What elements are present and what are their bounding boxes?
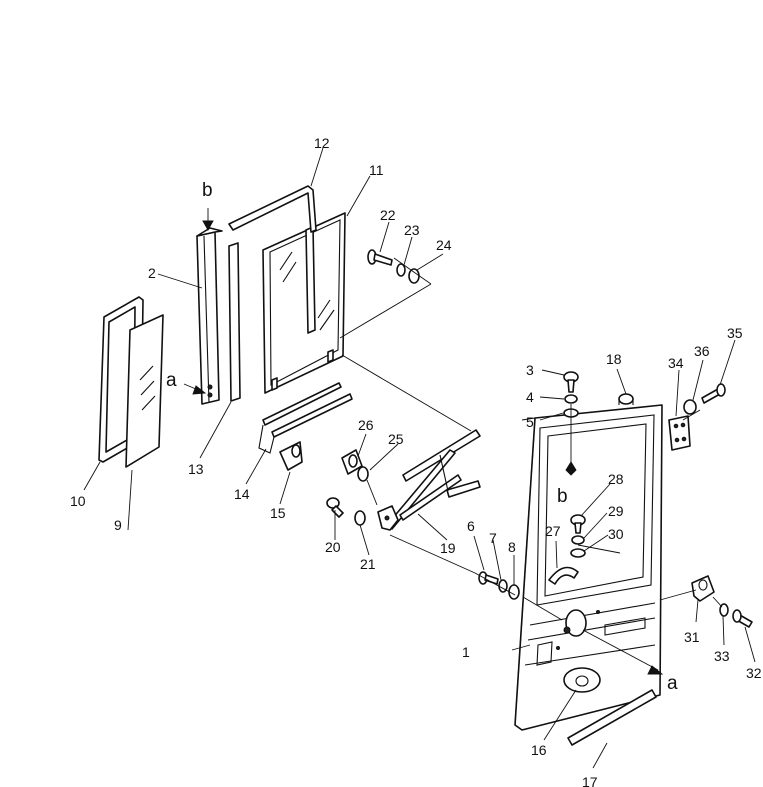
view-marker-b-top: b	[202, 180, 213, 201]
top-screw	[563, 371, 579, 393]
label-part-1: 1	[462, 644, 470, 660]
label-part-2: 2	[148, 265, 156, 281]
label-part-8: 8	[508, 539, 516, 555]
plain-washer-mid	[570, 548, 586, 558]
glass-spring-washer	[396, 263, 406, 277]
window-regulator	[377, 429, 481, 531]
label-part-36: 36	[694, 343, 710, 359]
label-part-28: 28	[608, 471, 624, 487]
spring-washer-top	[564, 394, 578, 404]
lower-strip	[567, 689, 657, 746]
label-part-26: 26	[358, 417, 374, 433]
door-panel	[514, 404, 663, 731]
label-part-16: 16	[531, 742, 547, 758]
regulator-mount-washer	[354, 510, 366, 526]
label-part-35: 35	[727, 325, 743, 341]
label-part-6: 6	[467, 518, 475, 534]
label-part-29: 29	[608, 503, 624, 519]
label-part-13: 13	[188, 461, 204, 477]
door-latch	[691, 575, 715, 602]
label-part-15: 15	[270, 505, 286, 521]
glass-bracket	[279, 441, 303, 471]
label-part-18: 18	[606, 351, 622, 367]
label-part-5: 5	[526, 414, 534, 430]
seal-cap	[618, 393, 634, 405]
label-part-3: 3	[526, 362, 534, 378]
window-glass	[262, 212, 346, 394]
label-part-22: 22	[380, 207, 396, 223]
lower-glass-channel	[258, 382, 353, 454]
label-part-27: 27	[545, 523, 561, 539]
spring-washer-mid	[571, 535, 585, 545]
regulator-mount-bolt	[326, 497, 344, 518]
label-part-14: 14	[234, 486, 250, 502]
hinge-washer	[683, 399, 697, 415]
glass-bolt	[367, 249, 393, 266]
label-part-24: 24	[436, 237, 452, 253]
latch-bolt	[732, 609, 753, 628]
regulator-plain-washer	[508, 584, 520, 600]
vertical-glass-run	[228, 242, 241, 402]
door-hinge	[668, 415, 691, 451]
label-part-12: 12	[314, 135, 330, 151]
top-glass-channel	[228, 185, 317, 233]
label-part-10: 10	[70, 493, 86, 509]
glass-plain-washer	[408, 268, 420, 284]
division-channel	[196, 227, 223, 405]
label-part-11: 11	[369, 162, 384, 178]
view-marker-a-right: a	[667, 673, 678, 694]
label-part-20: 20	[325, 539, 341, 555]
label-part-30: 30	[608, 526, 624, 542]
regulator-bolt	[478, 571, 499, 585]
regulator-roller	[341, 449, 363, 475]
door-handle	[563, 667, 601, 693]
label-part-7: 7	[489, 530, 497, 546]
roller-washer	[357, 466, 369, 482]
view-marker-a-left: a	[166, 370, 177, 391]
hinge-bolt	[701, 383, 726, 404]
mid-screw	[570, 514, 586, 534]
label-part-21: 21	[360, 556, 376, 572]
label-part-23: 23	[404, 222, 420, 238]
view-marker-b-mid: b	[557, 486, 568, 507]
label-part-33: 33	[714, 648, 730, 664]
label-part-25: 25	[388, 431, 404, 447]
label-leaders	[83, 147, 756, 769]
label-part-32: 32	[746, 665, 762, 681]
assembly-lines	[183, 208, 723, 675]
label-part-17: 17	[582, 774, 598, 787]
label-part-9: 9	[114, 517, 122, 533]
grip-handle	[548, 566, 579, 585]
label-part-4: 4	[526, 389, 534, 405]
label-part-31: 31	[684, 629, 700, 645]
label-part-19: 19	[440, 540, 456, 556]
label-part-34: 34	[668, 355, 684, 371]
fixed-glass	[125, 314, 164, 468]
